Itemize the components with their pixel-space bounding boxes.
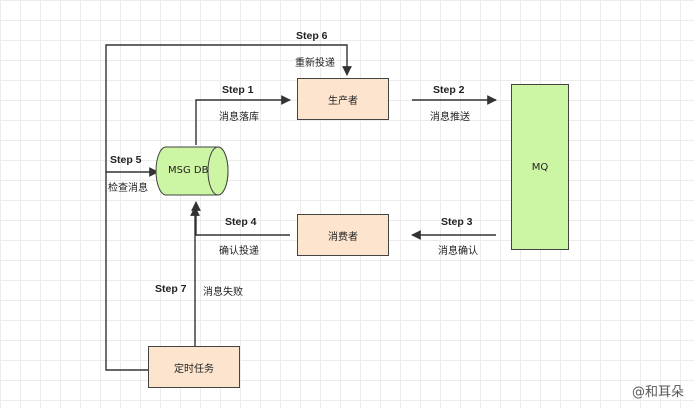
step-2-text: 消息推送 (430, 112, 470, 123)
mq-box: MQ (511, 84, 569, 250)
msg-db-label: MSG DB (168, 165, 209, 176)
step-7-title: Step 7 (155, 283, 187, 295)
step-6-text: 重新投递 (295, 58, 335, 69)
step-5-title: Step 5 (110, 154, 142, 166)
step-1-text: 消息落库 (219, 112, 259, 123)
step-2-title: Step 2 (433, 84, 465, 96)
mq-label: MQ (531, 161, 549, 173)
scheduler-label: 定时任务 (174, 363, 214, 375)
producer-label: 生产者 (328, 95, 358, 107)
arrow-step-6 (105, 44, 352, 172)
scheduler-box: 定时任务 (148, 346, 240, 388)
step-4-text: 确认投递 (219, 246, 259, 257)
msg-db-cylinder (155, 146, 229, 196)
step-3-title: Step 3 (441, 216, 473, 228)
step-7-text: 消息失败 (203, 287, 243, 298)
step-6-title: Step 6 (296, 30, 328, 42)
consumer-box: 消费者 (297, 214, 389, 256)
watermark: @和耳朵 (631, 385, 684, 400)
step-4-title: Step 4 (225, 216, 257, 228)
producer-box: 生产者 (297, 78, 389, 120)
arrow-step-5 (105, 167, 159, 371)
step-5-text: 检查消息 (108, 183, 148, 194)
step-1-title: Step 1 (222, 84, 254, 96)
arrow-step-1 (195, 95, 291, 145)
step-3-text: 消息确认 (438, 246, 478, 257)
consumer-label: 消费者 (328, 231, 358, 243)
